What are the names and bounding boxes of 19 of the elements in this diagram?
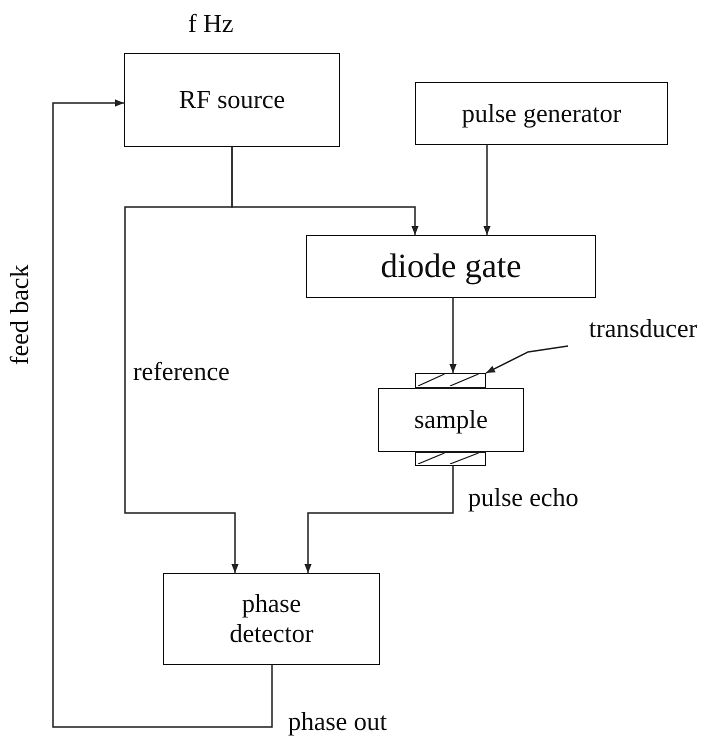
box-label: phase detector — [228, 589, 314, 649]
box-label: diode gate — [380, 246, 522, 286]
arrow — [304, 466, 454, 573]
process-box — [415, 82, 668, 145]
sample-box — [378, 388, 524, 452]
box-label: pulse generator — [462, 98, 622, 128]
arrow — [449, 298, 457, 373]
callout-text: transducer — [588, 314, 698, 344]
box-label: sample — [414, 405, 488, 435]
process-box — [306, 235, 596, 298]
box-label: RF source — [178, 85, 286, 115]
arrow — [52, 99, 273, 728]
process-box — [124, 53, 340, 147]
leader-line — [486, 345, 568, 374]
arrow — [483, 145, 491, 235]
bar-shape — [415, 452, 486, 466]
bar-shape — [415, 373, 486, 388]
arrow — [124, 147, 239, 573]
process-box — [163, 573, 380, 665]
